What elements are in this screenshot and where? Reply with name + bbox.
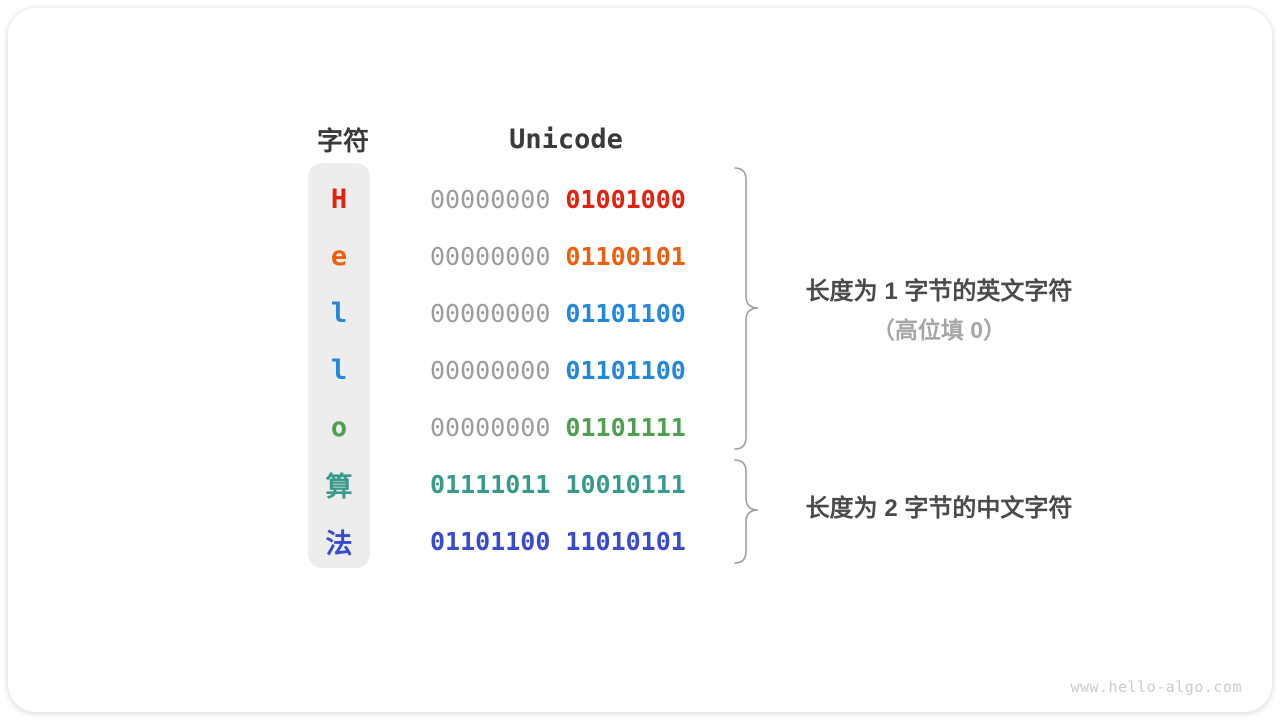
character-glyph: e <box>330 240 348 272</box>
unicode-bits-row: 00000000 01100101 <box>430 236 730 276</box>
annotation-line: 长度为 2 字节的中文字符 <box>805 495 1073 522</box>
curly-brace-chinese-group <box>734 459 759 564</box>
high-byte: 00000000 <box>430 184 551 214</box>
character-glyph: H <box>330 183 348 215</box>
annotation-line-muted: （高位填 0） <box>871 317 1007 343</box>
character-glyph: o <box>330 411 348 443</box>
character-glyph: l <box>330 297 348 329</box>
character-cell: H <box>308 179 370 219</box>
low-byte: 01001000 <box>565 184 686 214</box>
group-braces <box>734 167 759 564</box>
annotation-line: 长度为 1 字节的英文字符 <box>805 278 1073 305</box>
high-byte: 01111011 <box>430 469 551 499</box>
unicode-bits-row: 00000000 01101111 <box>430 407 730 447</box>
character-column-background <box>308 163 370 568</box>
character-glyph: l <box>330 354 348 386</box>
unicode-bits-row: 00000000 01001000 <box>430 179 730 219</box>
site-watermark: www.hello-algo.com <box>1070 678 1242 696</box>
column-header-unicode: Unicode <box>509 123 623 155</box>
character-glyph: 法 <box>325 528 353 560</box>
character-cell: l <box>308 350 370 390</box>
character-cell: o <box>308 407 370 447</box>
annotation-english-chars: 长度为 1 字节的英文字符 （高位填 0） <box>779 273 1099 349</box>
unicode-bits-row: 00000000 01101100 <box>430 293 730 333</box>
low-byte: 11010101 <box>565 526 686 556</box>
curly-brace-english-group <box>734 167 759 450</box>
high-byte: 01101100 <box>430 526 551 556</box>
low-byte: 01101111 <box>565 412 686 442</box>
high-byte: 00000000 <box>430 241 551 271</box>
diagram-card: 字符 Unicode H 00000000 01001000 e 00000000… <box>8 8 1272 712</box>
low-byte: 01100101 <box>565 241 686 271</box>
unicode-bits-row: 01111011 10010111 <box>430 464 730 504</box>
character-glyph: 算 <box>325 471 353 503</box>
character-cell: 法 <box>308 521 370 561</box>
character-cell: 算 <box>308 464 370 504</box>
unicode-bits-row: 00000000 01101100 <box>430 350 730 390</box>
annotation-chinese-chars: 长度为 2 字节的中文字符 <box>779 490 1099 528</box>
high-byte: 00000000 <box>430 355 551 385</box>
high-byte: 00000000 <box>430 412 551 442</box>
character-cell: e <box>308 236 370 276</box>
low-byte: 01101100 <box>565 355 686 385</box>
unicode-bits-row: 01101100 11010101 <box>430 521 730 561</box>
high-byte: 00000000 <box>430 298 551 328</box>
column-header-character: 字符 <box>316 125 369 156</box>
low-byte: 10010111 <box>565 469 686 499</box>
low-byte: 01101100 <box>565 298 686 328</box>
character-cell: l <box>308 293 370 333</box>
